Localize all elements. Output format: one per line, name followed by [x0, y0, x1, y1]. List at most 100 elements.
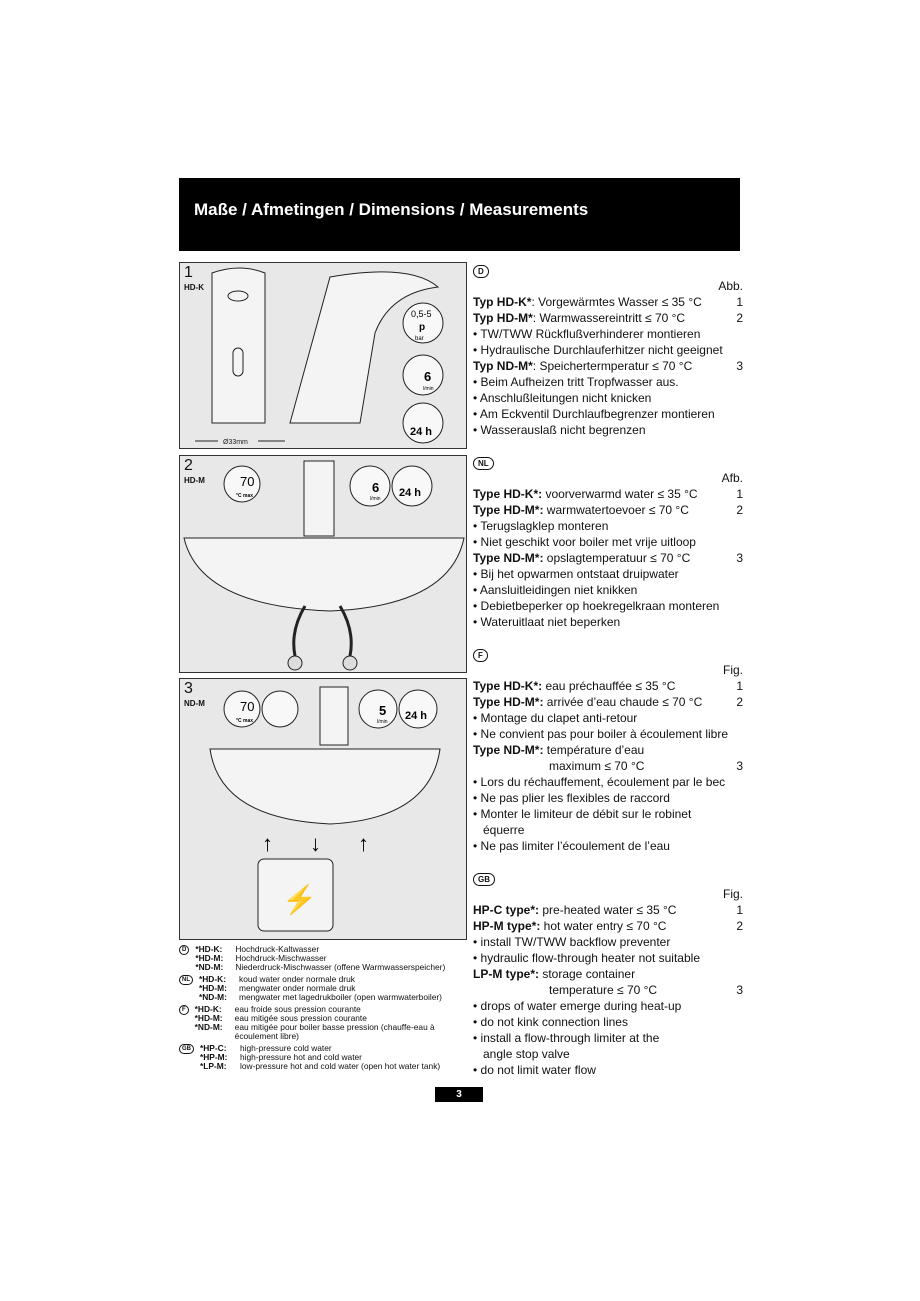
line-text: • hydraulic flow-through heater not suit… [473, 951, 700, 965]
note-text: high-pressure hot and cold water [240, 1052, 362, 1062]
line-text: opslagtemperatuur ≤ 70 °C [543, 551, 691, 565]
line-text: • Ne convient pas pour boiler à écouleme… [473, 727, 729, 741]
pressure-symbol: p [419, 322, 425, 333]
figure-ref-header: Afb. [721, 471, 743, 485]
text-line: • Wateruitlaat niet beperken [473, 614, 743, 630]
figure-code: HD-K [184, 283, 204, 292]
line-text: • Monter le limiteur de débit sur le rob… [473, 807, 692, 821]
figure-ref: 1 [736, 295, 743, 309]
type-label: Type HD-K*: [473, 679, 543, 693]
text-line: • do not limit water flow [473, 1062, 743, 1078]
text-line: • Bij het opwarmen ontstaat druipwater [473, 566, 743, 582]
note-text: low-pressure hot and cold water (open ho… [240, 1061, 441, 1071]
line-text: hot water entry ≤ 70 °C [540, 919, 667, 933]
figure-ref: 1 [736, 903, 743, 917]
line-text: • Ne pas limiter l’écoulement de l’eau [473, 839, 670, 853]
figure-ref: 2 [736, 695, 743, 709]
text-line: Type HD-M*: arrivée d’eau chaude ≤ 70 °C… [473, 694, 743, 710]
figure-code: ND-M [184, 699, 205, 708]
pressure-range: 0,5-5 [411, 309, 432, 319]
max-temp: 70 [240, 699, 254, 714]
language-badge: F [473, 649, 488, 662]
language-badge: GB [179, 1044, 194, 1054]
note-key: *HD-K: [194, 1004, 222, 1014]
duration-label: 24 h [410, 426, 432, 438]
language-badge: NL [473, 457, 494, 470]
line-text: • Niet geschikt voor boiler met vrije ui… [473, 535, 696, 549]
figure-3: 70 °C max 5 l/min 24 h ↑ ↓ ↑ ⚡ 3 ND-M [179, 678, 467, 940]
type-label: Typ HD-K* [473, 295, 532, 309]
line-text: • Montage du clapet anti-retour [473, 711, 638, 725]
language-badge: F [179, 1005, 189, 1015]
line-text: pre-heated water ≤ 35 °C [539, 903, 677, 917]
line-text: temperature ≤ 70 °C [549, 983, 658, 997]
line-text: • Anschlußleitungen nicht knicken [473, 391, 652, 405]
line-text: maximum ≤ 70 °C [549, 759, 645, 773]
figure-ref-header: Fig. [722, 663, 743, 677]
line-text: • Wasserauslaß nicht begrenzen [473, 423, 646, 437]
note-key: *ND-M: [195, 962, 224, 972]
text-line: • Ne pas limiter l’écoulement de l’eau [473, 838, 743, 854]
note-key: *HD-M: [194, 1013, 223, 1023]
line-text: • install TW/TWW backflow preventer [473, 935, 671, 949]
page-number: 3 [435, 1087, 483, 1102]
figure-1: 0,5-5 p bar 6 l/min 24 h Ø33mm 1 HD-K [179, 262, 467, 449]
arrow-up-icon: ↑ [358, 831, 369, 856]
flow-rate: 5 [379, 703, 386, 718]
page-title: Maße / Afmetingen / Dimensions / Measure… [194, 200, 589, 219]
text-line: • Ne convient pas pour boiler à écouleme… [473, 726, 743, 742]
type-label: Type ND-M*: [473, 551, 544, 565]
type-label: Typ ND-M* [473, 359, 533, 373]
text-line: • Aansluitleidingen niet knikken [473, 582, 743, 598]
text-line: • Wasserauslaß nicht begrenzen [473, 422, 743, 438]
line-text: • Debietbeperker op hoekregelkraan monte… [473, 599, 720, 613]
note-key: *HP-C: [200, 1043, 227, 1053]
line-text: • install a flow-through limiter at the [473, 1031, 660, 1045]
text-line: • Beim Aufheizen tritt Tropfwasser aus. [473, 374, 743, 390]
basin-hd-m-illustration: 70 °C max 6 l/min 24 h [183, 460, 465, 671]
diameter-label: Ø33mm [223, 439, 248, 446]
text-line: • Terugslagklep monteren [473, 518, 743, 534]
flow-rate: 6 [372, 480, 379, 495]
figure-ref-header: Fig. [722, 887, 743, 901]
note-text: high-pressure cold water [240, 1043, 332, 1053]
language-badge: NL [179, 975, 193, 985]
figure-ref: 2 [736, 503, 743, 517]
figure-number: 2 [184, 457, 193, 474]
line-text: • drops of water emerge during heat-up [473, 999, 682, 1013]
note-key: *HD-K: [199, 974, 226, 984]
temp-unit: °C max [236, 718, 253, 724]
figure-number: 1 [184, 264, 193, 281]
language-badge: GB [473, 873, 495, 886]
temp-unit: °C max [236, 493, 253, 499]
note-key: *HD-M: [199, 983, 227, 993]
text-line: • do not kink connection lines [473, 1014, 743, 1030]
figure-2: 70 °C max 6 l/min 24 h 2 HD-M [179, 455, 467, 673]
flow-unit: l/min [423, 386, 434, 392]
footnotes: D*HD-K:Hochdruck-Kaltwasser*HD-M:Hochdru… [179, 945, 474, 1074]
electric-heater-icon: ⚡ [282, 883, 317, 916]
note-text: eau froide sous pression courante [234, 1004, 361, 1014]
text-line: équerre [473, 822, 743, 838]
text-line: • Am Eckventil Durchlaufbegrenzer montie… [473, 406, 743, 422]
text-line: • install TW/TWW backflow preventer [473, 934, 743, 950]
figure-ref: 2 [736, 919, 743, 933]
text-line: • Hydraulische Durchlauferhitzer nicht g… [473, 342, 743, 358]
type-label: LP-M type*: [473, 967, 539, 981]
line-text: équerre [483, 823, 525, 837]
note-group: GB*HP-C:high-pressure cold water*HP-M:hi… [179, 1044, 474, 1071]
figure-ref: 1 [736, 487, 743, 501]
type-label: Typ HD-M* [473, 311, 533, 325]
text-line: • Monter le limiteur de débit sur le rob… [473, 806, 743, 822]
language-badge: D [473, 265, 489, 278]
line-text: • Beim Aufheizen tritt Tropfwasser aus. [473, 375, 679, 389]
